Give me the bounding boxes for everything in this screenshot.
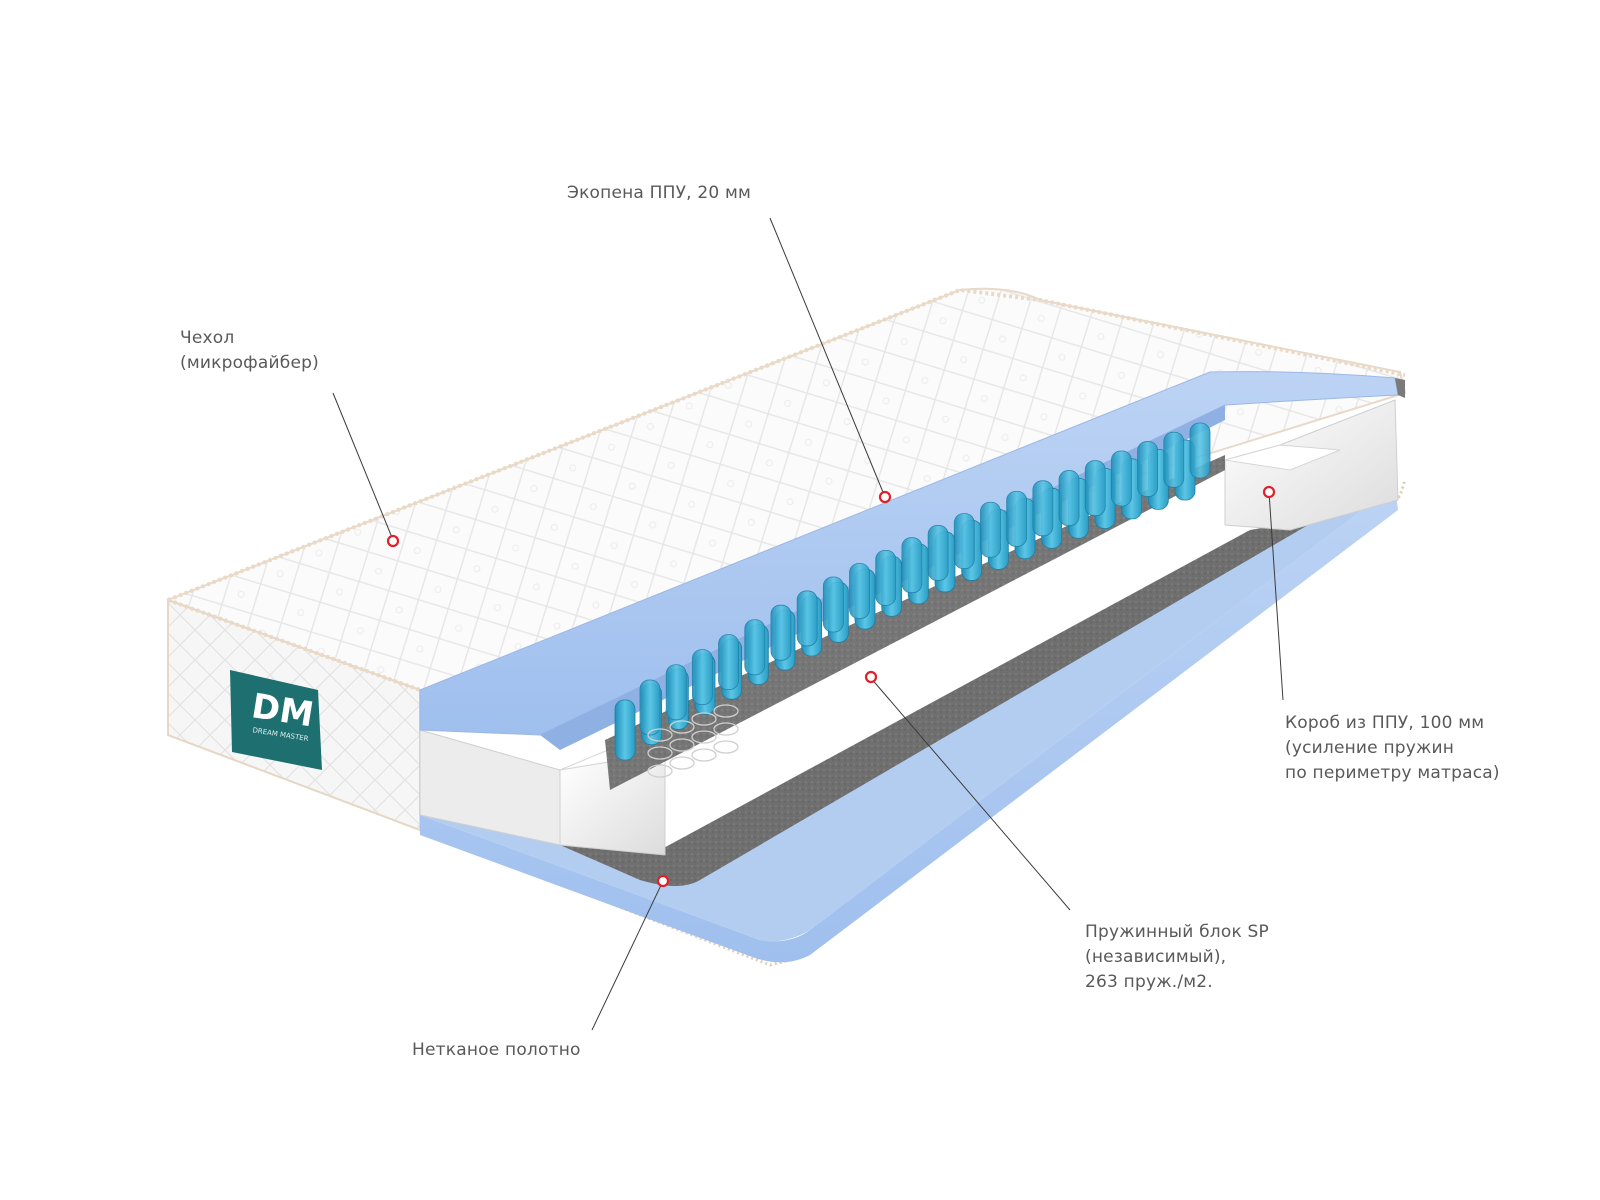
bare-spring-coil [647,764,673,778]
bare-spring-coil [691,730,717,744]
label-spring-block-line-2: (независимый), [1085,947,1227,967]
label-ecofoam: Экопена ППУ, 20 мм [567,181,751,206]
marker-cover [386,534,400,548]
bare-spring-coil [713,722,739,736]
label-spring-block-line-3: 263 пруж./м2. [1085,972,1213,992]
pocket-spring [639,679,661,736]
label-foam-box-line-1: Короб из ППУ, 100 мм [1285,713,1485,733]
bottom-felt-layer [560,518,1320,886]
marker-nonwoven [656,874,670,888]
pocket-spring [1189,422,1211,479]
pocket-spring [1032,480,1054,537]
brand-logo: DM DREAM MASTER [230,670,322,770]
bare-spring-coil [647,746,673,760]
callout-markers [386,485,1276,888]
label-foam-box-line-3: по периметру матраса) [1285,763,1500,783]
pocket-spring [1163,431,1185,488]
label-ecofoam-line-1: Экопена ППУ, 20 мм [567,183,752,203]
pocket-spring [665,664,687,721]
bare-spring-coil [691,712,717,726]
pocket-spring [1137,441,1159,497]
marker-foam-box [1262,485,1276,499]
label-foam-box: Короб из ППУ, 100 мм (усиление пружин по… [1285,711,1500,786]
pocket-spring [953,513,975,570]
bare-spring-coil [713,704,739,718]
pocket-spring [901,537,923,594]
label-cover-line-1: Чехол [180,328,235,348]
leader-lines [332,217,1284,1031]
pocket-spring [875,549,897,606]
pocket-spring [796,590,818,647]
pocket-spring [718,634,739,691]
label-foam-box-line-2: (усиление пружин [1285,738,1455,758]
pocket-spring [1084,460,1106,517]
felt-layer [605,455,1225,790]
svg-text:DM: DM [249,686,317,735]
pocket-spring [822,576,844,633]
bare-spring-coil [691,748,717,762]
pocket-spring [849,563,870,619]
bare-spring-coil [713,740,739,754]
pocket-spring [1058,470,1080,526]
pocket-spring [980,501,1001,558]
pocket-spring [744,619,766,676]
marker-spring-block [864,670,878,684]
bare-spring-coil [669,756,695,770]
pocket-spring [1006,490,1028,547]
bare-spring-coil [647,728,673,742]
pocket-spring [770,604,792,661]
marker-ecofoam [878,490,892,504]
label-nonwoven-line-1: Нетканое полотно [412,1040,581,1060]
bare-spring-coil [669,738,695,752]
pocket-spring [614,699,636,761]
pocket-spring [691,649,713,706]
label-nonwoven: Нетканое полотно [412,1038,581,1063]
pocket-spring [927,525,949,581]
bottom-foam-layer [420,485,1398,963]
pocket-spring [1111,450,1132,507]
label-spring-block-line-1: Пружинный блок SP [1085,922,1269,942]
label-spring-block: Пружинный блок SP (независимый), 263 пру… [1085,920,1269,995]
label-cover: Чехол (микрофайбер) [180,326,319,376]
bare-spring-coil [669,720,695,734]
label-cover-line-2: (микрофайбер) [180,353,319,373]
pocket-spring-block [614,422,1211,778]
